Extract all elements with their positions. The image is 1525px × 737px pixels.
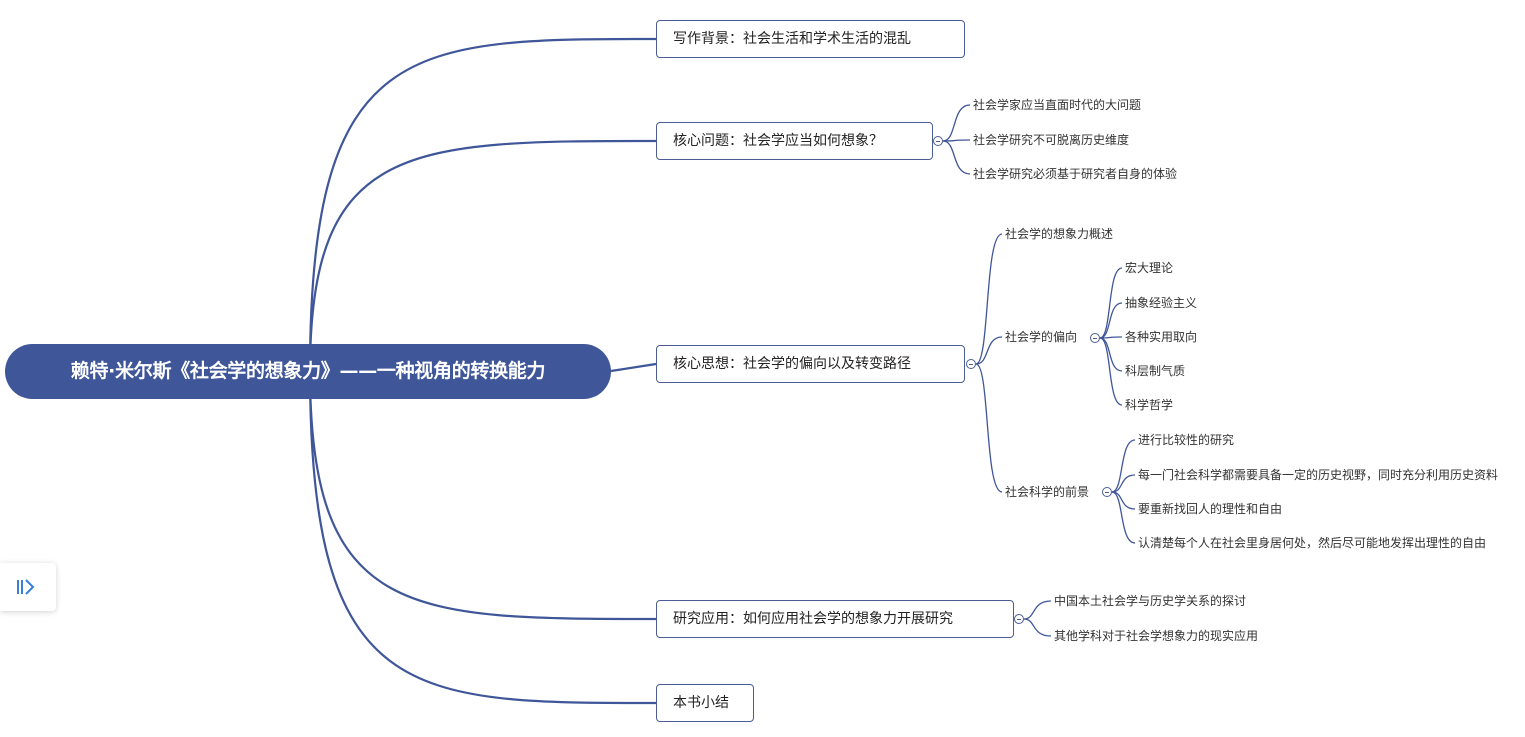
branch-link bbox=[1111, 474, 1136, 493]
collapse-toggle-core-question[interactable] bbox=[933, 136, 943, 146]
root-link bbox=[308, 139, 657, 372]
topic-writing-background[interactable]: 写作背景：社会生活和学术生活的混乱 bbox=[656, 20, 965, 58]
root-link bbox=[308, 37, 657, 372]
branch-link bbox=[1099, 337, 1123, 406]
collapse-toggle-core-idea[interactable] bbox=[966, 359, 976, 369]
item-philosophy-of-science[interactable]: 科学哲学 bbox=[1125, 398, 1174, 412]
sidebar-toggle-button[interactable] bbox=[0, 563, 56, 611]
branch-link bbox=[1023, 600, 1052, 620]
item-bureaucratic-ethos[interactable]: 科层制气质 bbox=[1125, 364, 1186, 378]
branch-link bbox=[1111, 439, 1136, 493]
branch-link bbox=[1099, 267, 1123, 339]
subtopic-personal-experience[interactable]: 社会学研究必须基于研究者自身的体验 bbox=[973, 167, 1178, 181]
branch-link bbox=[1111, 491, 1136, 544]
branch-link bbox=[1023, 618, 1052, 637]
topic-core-question[interactable]: 核心问题：社会学应当如何想象？ bbox=[656, 122, 933, 160]
topic-core-idea[interactable]: 核心思想：社会学的偏向以及转变路径 bbox=[656, 345, 965, 383]
item-historical-perspective[interactable]: 每一门社会科学都需要具备一定的历史视野，同时充分利用历史资料 bbox=[1138, 468, 1499, 482]
root-link bbox=[610, 362, 657, 373]
item-comparative-research[interactable]: 进行比较性的研究 bbox=[1138, 433, 1235, 447]
item-practical-orientations[interactable]: 各种实用取向 bbox=[1125, 330, 1198, 344]
item-know-your-place[interactable]: 认清楚每个人在社会里身居何处，然后尽可能地发挥出理性的自由 bbox=[1138, 536, 1487, 550]
collapse-toggle-bias[interactable] bbox=[1090, 333, 1100, 343]
expand-panel-icon bbox=[17, 579, 35, 595]
branch-link bbox=[942, 140, 971, 175]
subtopic-local-sociology-history[interactable]: 中国本土社会学与历史学关系的探讨 bbox=[1054, 594, 1247, 608]
branch-link bbox=[975, 233, 1003, 365]
subtopic-sociology-bias[interactable]: 社会学的偏向 bbox=[1005, 330, 1078, 344]
collapse-toggle-prospect[interactable] bbox=[1102, 487, 1112, 497]
branch-link bbox=[1099, 302, 1123, 339]
branch-link bbox=[975, 363, 1003, 493]
branch-link bbox=[975, 336, 1003, 365]
root-topic[interactable]: 赖特·米尔斯《社会学的想象力》——一种视角的转换能力 bbox=[5, 344, 611, 399]
subtopic-face-big-questions[interactable]: 社会学家应当直面时代的大问题 bbox=[973, 98, 1142, 112]
item-abstract-empiricism[interactable]: 抽象经验主义 bbox=[1125, 296, 1198, 310]
collapse-toggle-application[interactable] bbox=[1014, 614, 1024, 624]
root-link bbox=[308, 370, 657, 621]
item-grand-theory[interactable]: 宏大理论 bbox=[1125, 261, 1174, 275]
subtopic-other-disciplines[interactable]: 其他学科对于社会学想象力的现实应用 bbox=[1054, 629, 1259, 643]
subtopic-imagination-overview[interactable]: 社会学的想象力概述 bbox=[1005, 227, 1114, 241]
root-link bbox=[308, 370, 657, 705]
branch-link bbox=[1099, 337, 1123, 372]
item-reason-and-freedom[interactable]: 要重新找回人的理性和自由 bbox=[1138, 502, 1283, 516]
subtopic-historical-dimension[interactable]: 社会学研究不可脱离历史维度 bbox=[973, 133, 1130, 147]
topic-research-application[interactable]: 研究应用：如何应用社会学的想象力开展研究 bbox=[656, 600, 1014, 638]
topic-book-summary[interactable]: 本书小结 bbox=[656, 684, 754, 722]
branch-link bbox=[942, 104, 971, 142]
subtopic-social-science-prospect[interactable]: 社会科学的前景 bbox=[1005, 485, 1090, 499]
